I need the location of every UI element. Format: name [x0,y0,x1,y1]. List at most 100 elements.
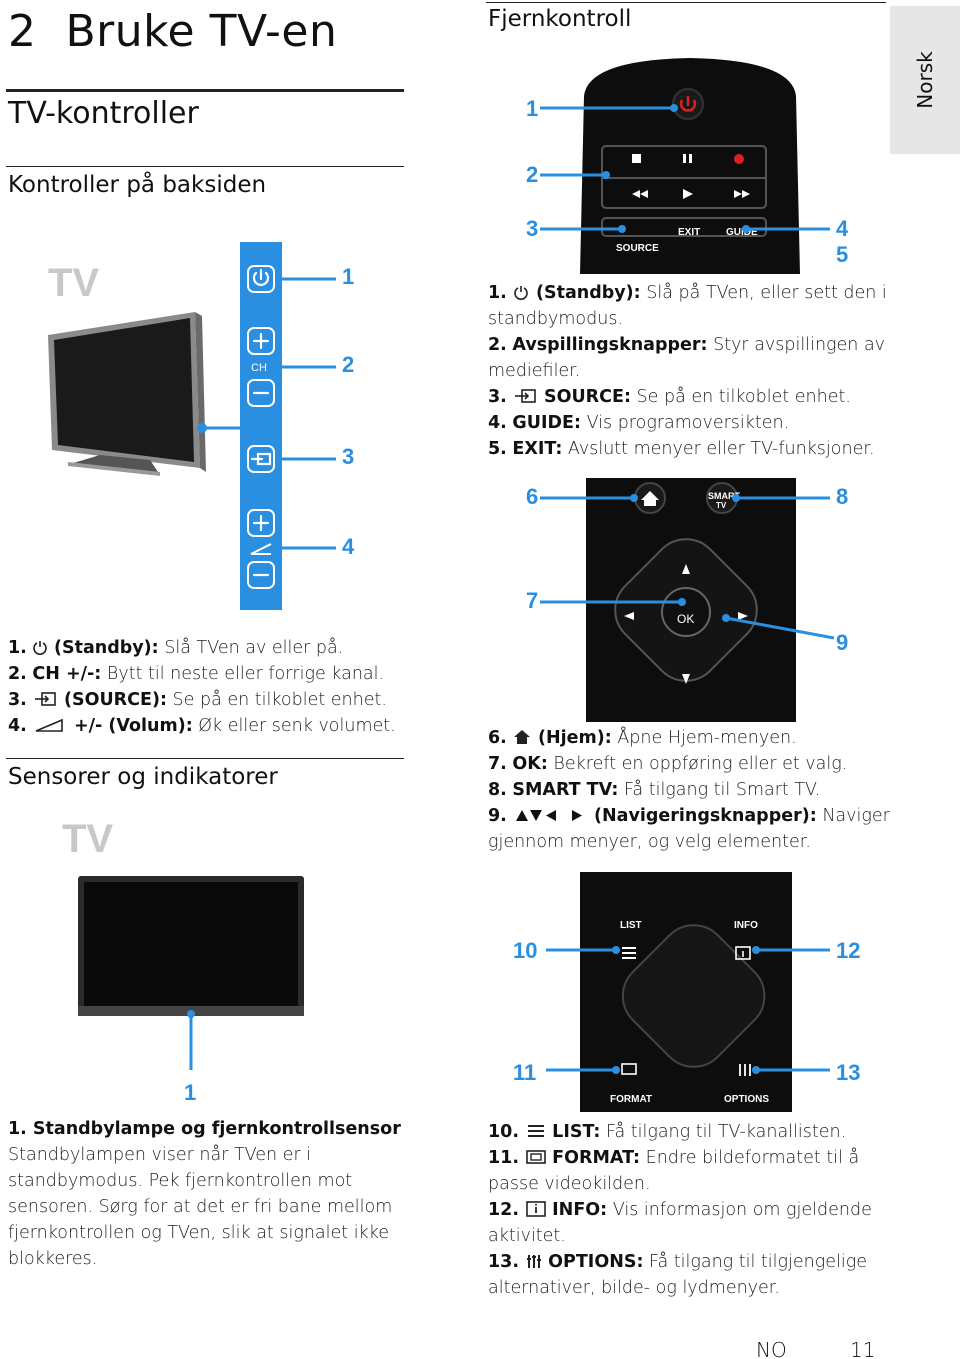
svg-text:SMART: SMART [708,491,740,501]
section-title: TV-kontroller [8,96,199,131]
sensor-description: 1. Standbylampe og fjernkontrollsensor S… [8,1119,401,1269]
list-item: 4. GUIDE: Vis programoversikten. [488,413,790,433]
callout-3: 3 [342,444,355,469]
callout-2: 2 [342,352,355,377]
list-item: 7. OK: Bekreft en oppføring eller et val… [488,754,848,774]
subsection-title: Sensorer og indikatorer [8,764,278,790]
exit-label: EXIT [678,227,700,238]
callout-2: 2 [526,162,539,187]
ch-minus-button-icon [247,379,275,407]
source-label: SOURCE [616,243,659,254]
ch-plus-button-icon [247,327,275,355]
volume-icon [250,543,272,555]
ok-button [661,587,711,637]
remote-nav-illustration: SMART TV OK [540,478,835,722]
callout-6: 6 [526,484,539,509]
callout-4: 4 [836,216,849,241]
rewind-icon [632,190,648,198]
list-item: 4. +/- (Volum): Øk eller senk volumet. [8,716,396,736]
list-item: 11. FORMAT: Endre bildeformatet til å [488,1148,860,1168]
volume-icon [36,718,64,732]
subsection-title: Kontroller på baksiden [8,172,267,198]
list-item: 5. EXIT: Avslutt menyer eller TV-funksjo… [488,439,875,459]
source-icon [515,389,537,403]
list-item: 3. (SOURCE): Se på en tilkoblet enhet. [8,690,387,710]
list-item: 13. OPTIONS: Få tilgang til tilgjengelig… [488,1252,867,1272]
tv-back-controls-illustration: TV CH [48,242,336,610]
power-button-icon [247,265,275,293]
source-icon [35,692,57,706]
vol-plus-button-icon [247,509,275,537]
divider [6,758,404,759]
nav-arrows-icon [516,810,583,821]
divider [6,166,404,167]
nav-down-icon [682,674,690,684]
callout-8: 8 [836,484,849,509]
svg-text:TV: TV [716,501,727,510]
callout-4: 4 [342,534,355,559]
list-item: 8. SMART TV: Få tilgang til Smart TV. [488,780,821,800]
list-item: 3. SOURCE: Se på en tilkoblet enhet. [488,387,851,407]
record-icon [734,154,744,164]
options-label: OPTIONS [724,1094,769,1105]
nav-right-icon [738,612,748,620]
tv-label: TV [48,261,99,305]
callout-1: 1 [526,96,539,121]
callout-7: 7 [526,588,539,613]
back-controls-list: 1. (Standby): Slå TVen av eller på. 2. C… [8,635,396,739]
fast-forward-icon [734,190,750,198]
list-icon [527,1125,544,1137]
nav-left-icon [624,612,634,620]
stop-icon [632,154,641,163]
source-button-icon [247,445,275,473]
list-item: 12. INFO: Vis informasjon om gjeldende [488,1200,872,1220]
svg-text:OK: OK [677,612,694,626]
callout-5: 5 [836,242,849,267]
tv-label: TV [62,817,113,861]
remote-list-1: 1. (Standby): Slå på TVen, eller sett de… [488,280,887,462]
divider [6,89,404,92]
callout-10: 10 [513,938,538,963]
remote-top-illustration: SOURCE EXIT GUIDE [540,58,830,274]
remote-list-2: 6. (Hjem): Åpne Hjem-menyen. 7. OK: Bekr… [488,725,890,855]
callout-9: 9 [836,630,849,655]
footer-language: NO [756,1338,787,1359]
page-number: 11 [850,1338,876,1359]
info-icon [525,1201,546,1217]
format-icon [525,1150,546,1164]
divider [486,2,886,3]
list-item: 2. Avspillingsknapper: Styr avspillingen… [488,335,886,355]
play-icon [683,189,693,199]
list-button-icon [622,947,636,959]
info-button-icon [735,946,751,960]
options-icon [526,1255,541,1268]
format-button-icon [621,1063,637,1075]
list-item: 1. (Standby): Slå TVen av eller på. [8,638,344,658]
language-tab: Norsk [890,6,960,154]
list-item: 2. CH +/-: Bytt til neste eller forrige … [8,664,385,684]
callout-12: 12 [836,938,861,963]
callout-1: 1 [342,264,355,289]
vol-minus-button-icon [247,561,275,589]
ch-label: CH [251,362,267,374]
list-label: LIST [620,920,642,931]
info-label: INFO [734,920,758,931]
guide-label: GUIDE [726,227,758,238]
tv-icon [48,312,206,476]
chapter-title: 2 Bruke TV-en [8,6,338,57]
options-button-icon [739,1064,751,1076]
sensor-callout-1: 1 [184,1080,197,1105]
home-icon [514,730,531,744]
remote-list-3: 10. LIST: Få tilgang til TV-kanallisten.… [488,1119,872,1301]
list-item: 9. (Navigeringsknapper): Naviger [488,806,890,826]
list-item: 10. LIST: Få tilgang til TV-kanallisten. [488,1122,847,1142]
list-item: 6. (Hjem): Åpne Hjem-menyen. [488,728,797,748]
standby-icon [514,286,529,300]
format-label: FORMAT [610,1094,652,1105]
callout-3: 3 [526,216,539,241]
standby-icon [33,641,48,655]
remote-section-title: Fjernkontroll [488,6,632,32]
source-button-icon [601,217,767,237]
sensor-heading: 1. Standbylampe og fjernkontrollsensor [8,1119,401,1139]
tv-front-illustration: TV [62,817,304,1070]
